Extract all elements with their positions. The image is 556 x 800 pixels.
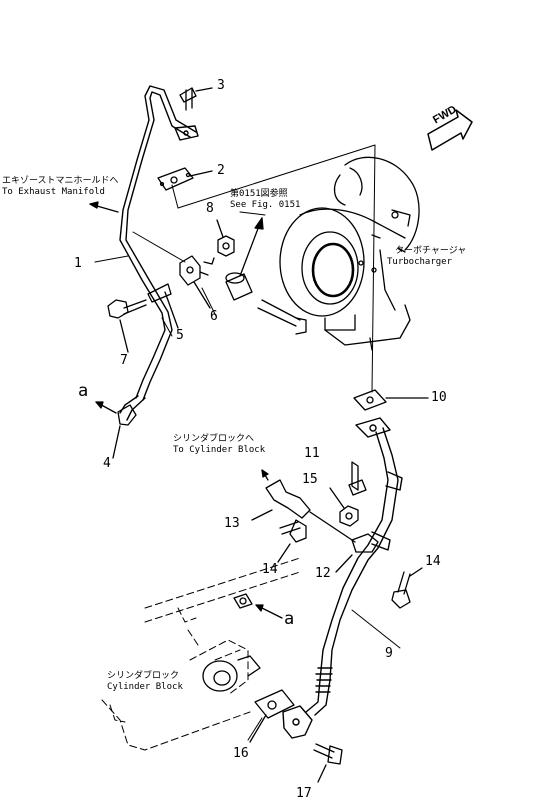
ref-letter-a-bottom: a <box>284 609 295 629</box>
callout-10: 10 <box>431 390 447 405</box>
gasket-2 <box>157 167 213 191</box>
note-block-to-en: To Cylinder Block <box>173 445 266 455</box>
ref-letter-a-top: a <box>78 381 89 401</box>
callout-7: 7 <box>120 353 128 368</box>
callout-12: 12 <box>315 566 331 581</box>
callout-9: 9 <box>385 646 393 661</box>
callout-5: 5 <box>176 328 184 343</box>
long-bolt <box>257 299 307 335</box>
callout-8: 8 <box>206 201 214 216</box>
clamp-5 <box>147 283 179 329</box>
bottom-a-arrow-icon <box>255 604 283 619</box>
callout-4: 4 <box>103 456 111 471</box>
gasket-10 <box>353 389 429 411</box>
cylinder-block <box>101 557 301 751</box>
sleeve <box>225 217 264 301</box>
note-turbo-en: Turbocharger <box>387 257 453 267</box>
leader-lines <box>94 211 401 741</box>
callout-1: 1 <box>74 256 82 271</box>
cylinder-block-boss <box>202 593 261 692</box>
note-block-jp: シリンダブロック <box>107 671 180 681</box>
callout-14-right: 14 <box>425 554 441 569</box>
callout-17: 17 <box>296 786 312 800</box>
callout-13: 13 <box>224 516 240 531</box>
gasket-16 <box>249 689 295 743</box>
note-fig-jp: 第0151図参照 <box>230 189 288 199</box>
note-block-en: Cylinder Block <box>107 682 183 692</box>
clip-12 <box>335 533 379 573</box>
note-exhaust-jp: エキゾーストマニホールドへ <box>2 176 119 186</box>
pipe-9 <box>282 417 403 739</box>
bolt-17 <box>313 743 343 783</box>
bolt-14-right <box>391 567 423 609</box>
bolt-7 <box>107 299 147 353</box>
note-turbo-jp: ターボチャージャ <box>395 246 467 256</box>
bracket-13 <box>251 479 356 543</box>
callout-6: 6 <box>210 309 218 324</box>
note-exhaust-en: To Exhaust Manifold <box>2 187 105 197</box>
nut-15 <box>329 487 359 527</box>
callout-3: 3 <box>217 78 225 93</box>
note-fig-en: See Fig. 0151 <box>230 200 301 210</box>
bolt-11 <box>348 461 367 496</box>
elbow-4 <box>95 401 137 459</box>
turbocharger <box>279 156 420 351</box>
callout-11: 11 <box>304 446 320 461</box>
callout-15: 15 <box>302 472 318 487</box>
callout-2: 2 <box>217 163 225 178</box>
callout-14-left: 14 <box>262 562 278 577</box>
fwd-arrow-icon <box>427 109 473 151</box>
callout-16: 16 <box>233 746 249 761</box>
frame-lines <box>132 144 376 393</box>
nut-8 <box>216 219 235 257</box>
pipe-1 <box>119 85 199 421</box>
block-arrow-icon <box>261 469 269 481</box>
bolt-14-left <box>277 519 307 563</box>
fitting-6 <box>179 255 215 309</box>
bolt-3 <box>179 87 213 111</box>
exhaust-arrow-icon <box>89 201 119 213</box>
note-block-to-jp: シリンダブロックへ <box>173 434 255 444</box>
